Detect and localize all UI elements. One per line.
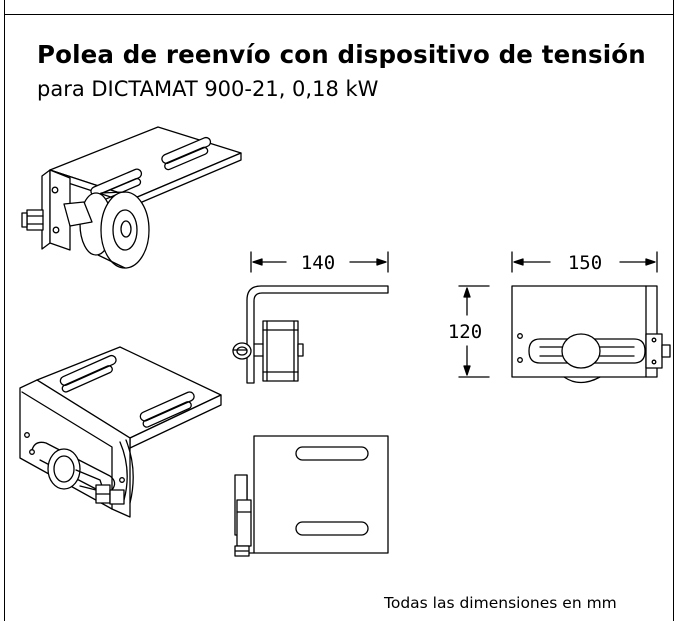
- dimension-150-label: 150: [568, 252, 602, 274]
- product-title: Polea de reenvío con dispositivo de tens…: [37, 40, 646, 69]
- product-subtitle: para DICTAMAT 900-21, 0,18 kW: [37, 77, 379, 101]
- front-view: [458, 251, 671, 384]
- dimension-140-label: 140: [301, 252, 335, 274]
- frame-right-border: [673, 0, 674, 621]
- isometric-view-bottom: [19, 346, 222, 518]
- plan-view: [234, 435, 389, 557]
- isometric-view-top: [21, 126, 242, 269]
- dimension-120-label: 120: [448, 321, 482, 343]
- side-view: [232, 251, 389, 384]
- frame-top-border: [4, 14, 674, 15]
- frame-left-border: [4, 0, 5, 621]
- units-note: Todas las dimensiones en mm: [384, 594, 617, 612]
